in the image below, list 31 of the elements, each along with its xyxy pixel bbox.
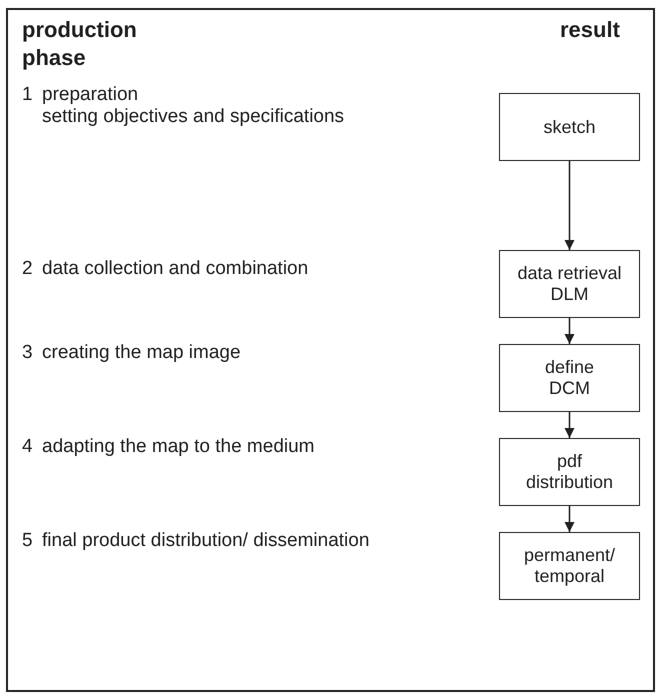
result-text: temporal (534, 566, 605, 587)
result-text: distribution (526, 472, 614, 493)
result-box (499, 532, 640, 600)
arrow (564, 318, 574, 344)
column-heading: result (560, 16, 621, 44)
arrow (564, 412, 574, 438)
phase-text: preparation (42, 84, 140, 106)
arrow (564, 161, 574, 250)
step-number: 2 (22, 258, 34, 280)
phase-text: creating the map image (42, 342, 242, 364)
phase-text: data collection and combination (42, 258, 310, 280)
phase-text: adapting the map to the medium (42, 436, 316, 458)
arrow (564, 506, 574, 532)
result-box (499, 250, 640, 318)
result-text: data retrieval (517, 263, 622, 284)
step-number: 4 (22, 436, 34, 458)
phase-text: setting objectives and specifications (42, 106, 346, 128)
result-text: permanent/ (524, 545, 616, 566)
result-text: pdf (556, 451, 582, 472)
column-heading: production phase (22, 16, 138, 72)
result-box (499, 438, 640, 506)
step-number: 3 (22, 342, 34, 364)
step-number: 1 (22, 84, 34, 106)
result-text: DCM (549, 378, 590, 399)
phase-text: final product distribution/ dissemination (42, 530, 370, 552)
result-text: sketch (543, 116, 596, 138)
result-text: define (544, 357, 594, 378)
step-number: 5 (22, 530, 34, 552)
result-box (499, 344, 640, 412)
result-box (499, 93, 640, 161)
result-text: DLM (550, 284, 588, 305)
